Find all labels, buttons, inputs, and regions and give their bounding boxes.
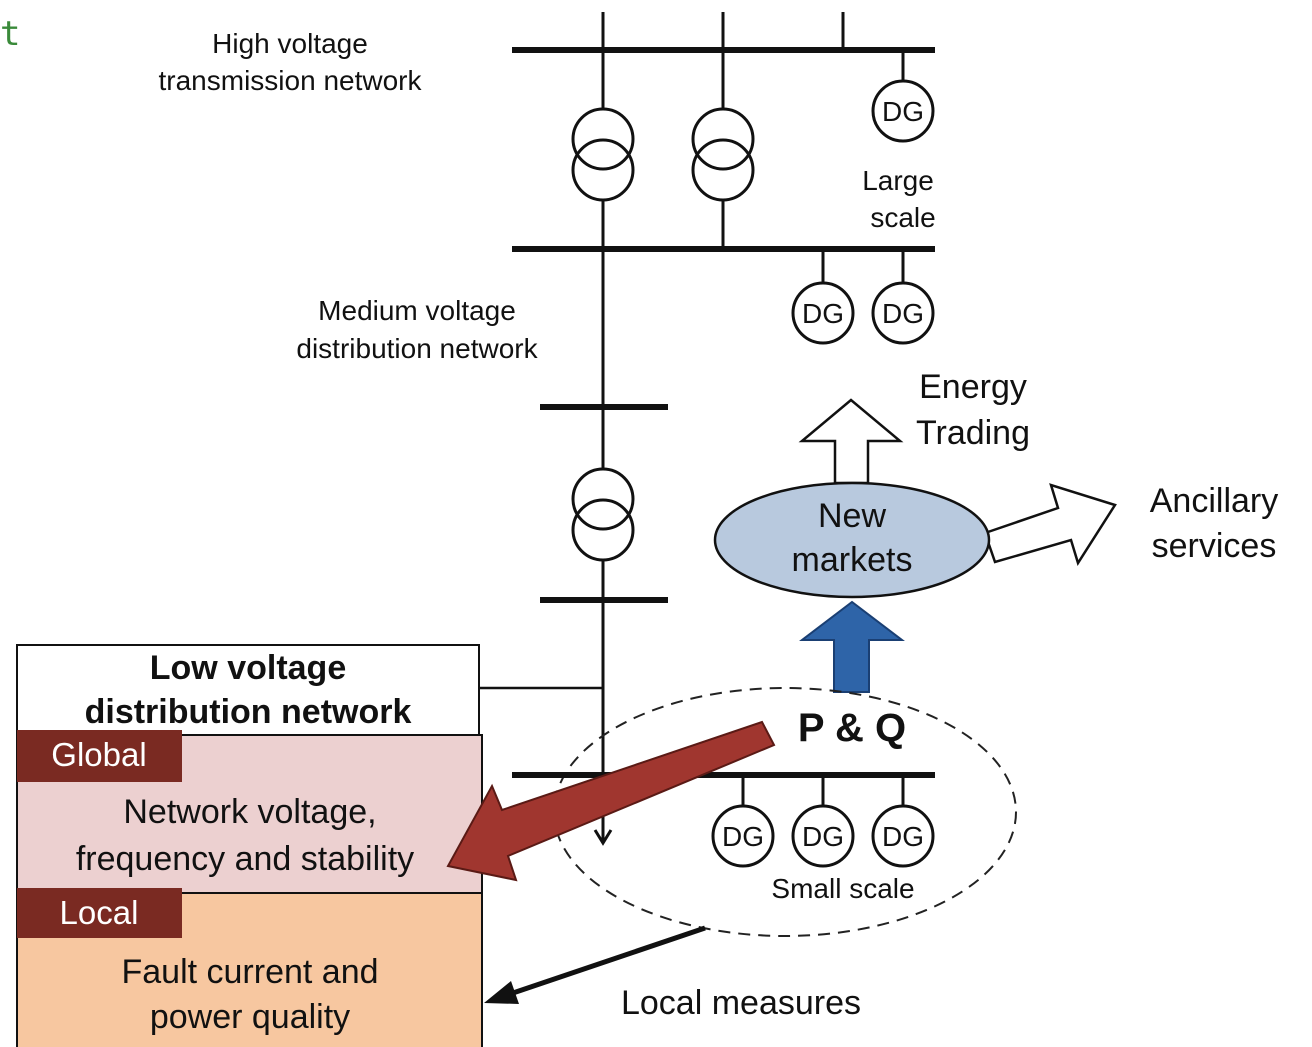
new-markets-label-1: New bbox=[818, 497, 886, 535]
dg-large-scale: DG bbox=[871, 79, 935, 143]
small-scale-label: Small scale bbox=[771, 873, 914, 904]
hv-label-2: transmission network bbox=[159, 65, 423, 96]
ancillary-label-2: services bbox=[1152, 527, 1277, 565]
hv-label-1: High voltage bbox=[212, 28, 368, 59]
dg-medium-1: DG bbox=[791, 281, 855, 345]
svg-text:DG: DG bbox=[802, 821, 844, 852]
local-measures-label: Local measures bbox=[621, 984, 861, 1022]
local-tag bbox=[17, 888, 182, 938]
svg-text:DG: DG bbox=[802, 298, 844, 329]
large-scale-label-2: scale bbox=[870, 202, 935, 233]
energy-trading-label-2: Trading bbox=[916, 414, 1030, 452]
global-tag bbox=[17, 730, 182, 782]
lv-network bbox=[512, 772, 935, 806]
svg-text:DG: DG bbox=[882, 96, 924, 127]
svg-text:DG: DG bbox=[882, 298, 924, 329]
hv-network bbox=[512, 12, 935, 110]
new-markets-label-2: markets bbox=[792, 541, 913, 579]
mv-label-2: distribution network bbox=[296, 333, 538, 364]
ancillary-label-1: Ancillary bbox=[1150, 482, 1278, 520]
large-scale-label-1: Large bbox=[862, 165, 934, 196]
dg-small-1: DG bbox=[711, 804, 775, 868]
new-markets-ellipse bbox=[713, 481, 991, 599]
lv-title-1: Low voltage bbox=[150, 649, 346, 687]
lv-box bbox=[16, 644, 483, 1047]
svg-text:DG: DG bbox=[882, 821, 924, 852]
corner-fragment: t bbox=[0, 14, 20, 54]
mv-label-1: Medium voltage bbox=[318, 295, 516, 326]
transformer-3 bbox=[571, 467, 635, 562]
global-text-1: Network voltage, bbox=[123, 793, 376, 831]
dg-small-3: DG bbox=[871, 804, 935, 868]
dg-small-2: DG bbox=[791, 804, 855, 868]
dg-medium-2: DG bbox=[871, 281, 935, 345]
svg-text:DG: DG bbox=[722, 821, 764, 852]
energy-trading-label-1: Energy bbox=[919, 368, 1027, 406]
local-text-2: power quality bbox=[150, 998, 350, 1036]
local-measures-arrow bbox=[484, 925, 706, 1004]
transformer-2 bbox=[691, 107, 755, 202]
local-tag-label: Local bbox=[60, 894, 139, 931]
local-text-1: Fault current and bbox=[121, 953, 378, 991]
ancillary-arrow bbox=[983, 483, 1117, 566]
transformer-1 bbox=[571, 107, 635, 202]
global-tag-label: Global bbox=[51, 736, 146, 773]
energy-trading-arrow bbox=[798, 398, 904, 485]
pq-up-arrow bbox=[799, 600, 905, 693]
global-red-arrow bbox=[446, 720, 776, 882]
lv-title-2: distribution network bbox=[85, 693, 412, 731]
global-text-2: frequency and stability bbox=[76, 840, 414, 878]
pq-label: P & Q bbox=[798, 706, 906, 750]
